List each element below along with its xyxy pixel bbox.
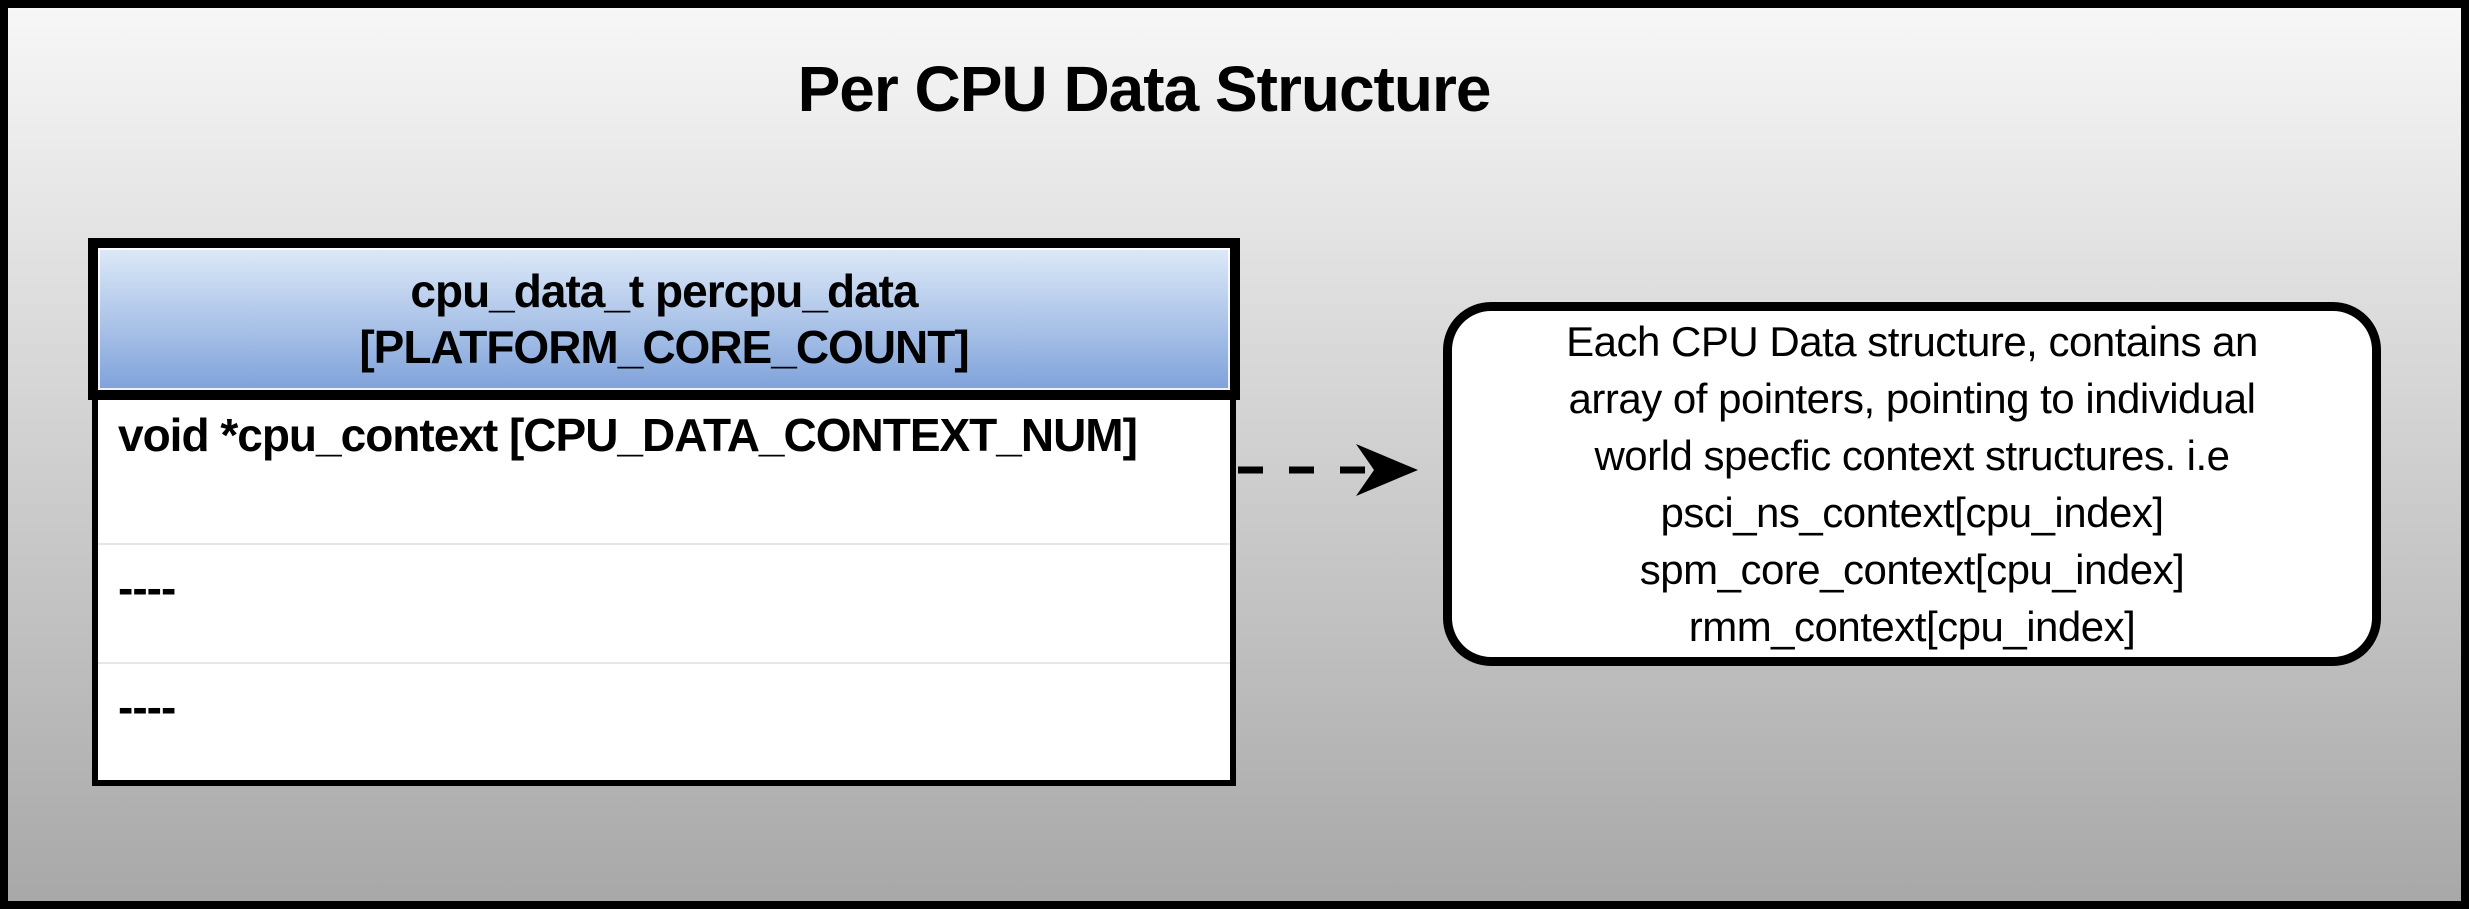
table-header-line2: [PLATFORM_CORE_COUNT]	[359, 321, 969, 373]
per-cpu-data-table: cpu_data_t percpu_data [PLATFORM_CORE_CO…	[88, 238, 1240, 786]
callout-line: rmm_context[cpu_index]	[1688, 603, 2136, 650]
table-row-cpu-context: void *cpu_context [CPU_DATA_CONTEXT_NUM]	[98, 400, 1230, 545]
table-body: void *cpu_context [CPU_DATA_CONTEXT_NUM]…	[92, 400, 1236, 786]
diagram-title: Per CPU Data Structure	[797, 53, 1492, 125]
table-row-placeholder-2: ----	[118, 681, 176, 733]
table-header: cpu_data_t percpu_data [PLATFORM_CORE_CO…	[88, 238, 1240, 400]
callout-line: spm_core_context[cpu_index]	[1639, 546, 2185, 593]
callout-line: psci_ns_context[cpu_index]	[1660, 489, 2165, 536]
table-row-placeholder-1: ----	[98, 545, 1230, 664]
annotation-callout: Each CPU Data structure, contains an arr…	[1443, 302, 2381, 666]
callout-line: array of pointers, pointing to individua…	[1568, 375, 2256, 422]
arrowhead-icon	[1356, 444, 1418, 496]
callout-line: world specfic context structures. i.e	[1594, 432, 2230, 479]
table-header-line1: cpu_data_t percpu_data	[410, 265, 918, 317]
callout-line: Each CPU Data structure, contains an	[1566, 318, 2258, 365]
